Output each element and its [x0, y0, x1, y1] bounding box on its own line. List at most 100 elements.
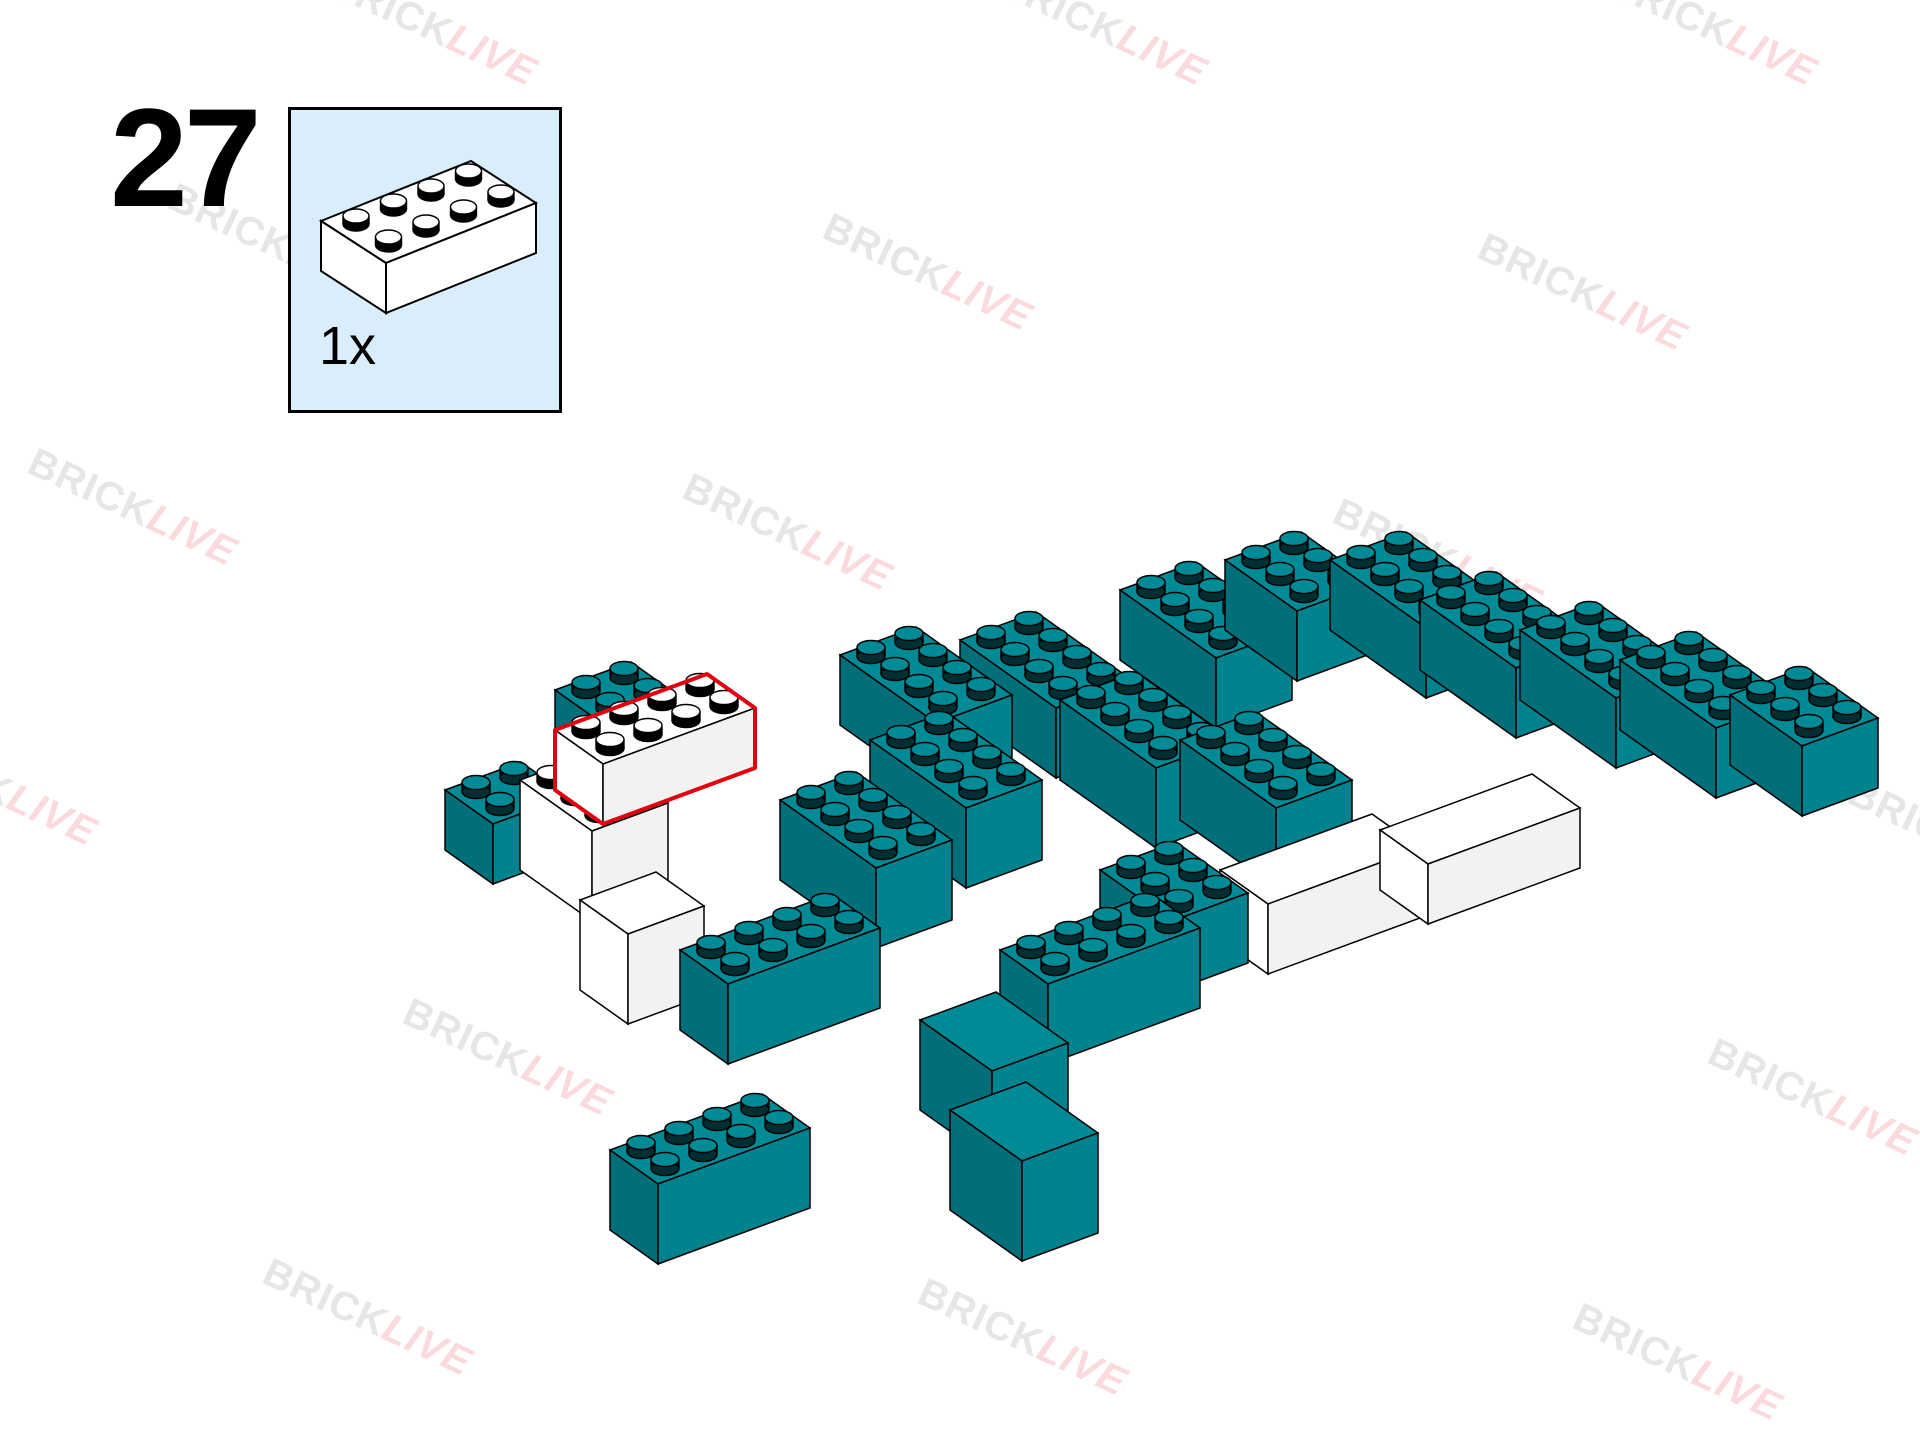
model-illustration	[443, 530, 1880, 1266]
stud	[844, 818, 874, 844]
stud	[1220, 741, 1250, 767]
stud	[650, 1151, 680, 1177]
stud	[1024, 658, 1054, 684]
stud	[1202, 874, 1232, 900]
stud	[1746, 679, 1776, 705]
stud	[1265, 561, 1295, 587]
teal-brick	[1098, 840, 1250, 993]
stud	[904, 673, 934, 699]
stud	[1436, 584, 1466, 610]
stud	[626, 1134, 656, 1160]
stud	[1076, 684, 1106, 710]
stud	[880, 656, 910, 682]
stud	[485, 791, 515, 817]
stud	[772, 906, 802, 932]
stud	[647, 686, 677, 712]
stud	[924, 710, 954, 736]
stud	[934, 758, 964, 784]
teal-brick	[678, 892, 882, 1066]
stud	[685, 672, 715, 698]
stud	[1038, 627, 1068, 653]
stud	[571, 714, 601, 740]
stud	[1770, 696, 1800, 722]
stud	[1268, 775, 1298, 801]
stud	[1636, 644, 1666, 670]
teal-brick	[608, 1092, 812, 1266]
stud	[726, 1123, 756, 1149]
stud	[1808, 682, 1838, 708]
stud	[1560, 631, 1590, 657]
stud	[609, 660, 639, 686]
stud	[1408, 547, 1438, 573]
stud	[958, 775, 988, 801]
step-number: 27	[110, 79, 262, 236]
stud	[1474, 570, 1504, 596]
stud	[709, 689, 739, 715]
stud	[1198, 577, 1228, 603]
stud	[1184, 608, 1214, 634]
stud	[764, 1109, 794, 1135]
stud	[834, 770, 864, 796]
stud	[796, 923, 826, 949]
stud	[1078, 937, 1108, 963]
stud	[1832, 699, 1862, 725]
teal-brick	[868, 710, 1044, 890]
stud	[856, 639, 886, 665]
stud	[1154, 840, 1184, 866]
stud	[972, 744, 1002, 770]
new-white-2x4-brick	[553, 672, 757, 826]
stud	[487, 184, 515, 208]
stud	[1289, 578, 1319, 604]
part-quantity: 1x	[319, 316, 377, 376]
stud	[1674, 630, 1704, 656]
stud	[820, 801, 850, 827]
stud	[1040, 951, 1070, 977]
stud	[412, 214, 440, 238]
stud	[1241, 544, 1271, 570]
stud	[342, 208, 370, 232]
stud	[374, 229, 403, 253]
stud	[834, 909, 864, 935]
stud	[1536, 614, 1566, 640]
stud	[417, 178, 445, 202]
stud	[1784, 665, 1814, 691]
stud	[1684, 678, 1714, 704]
stud	[1114, 670, 1144, 696]
stud	[948, 727, 978, 753]
stud	[1174, 560, 1204, 586]
stud	[1574, 600, 1604, 626]
stud	[1279, 530, 1309, 556]
stud	[796, 784, 826, 810]
stud	[1384, 530, 1414, 556]
stud	[918, 642, 948, 668]
stud	[720, 951, 750, 977]
stud	[1000, 641, 1030, 667]
stud	[976, 624, 1006, 650]
stud	[1178, 857, 1208, 883]
stud	[1484, 618, 1514, 644]
stud	[740, 1092, 770, 1118]
stud	[868, 835, 898, 861]
stud	[1370, 561, 1400, 587]
teal-brick	[948, 1081, 1100, 1263]
stud	[1162, 704, 1192, 730]
stud	[454, 163, 483, 187]
stud	[1584, 648, 1614, 674]
stud	[1498, 587, 1528, 613]
stud	[461, 774, 491, 800]
stud	[996, 761, 1026, 787]
stud	[1196, 724, 1226, 750]
stud	[1346, 544, 1376, 570]
stud	[1154, 909, 1184, 935]
stud	[1460, 601, 1490, 627]
stud	[671, 703, 701, 729]
teal-brick	[998, 892, 1202, 1066]
stud	[1062, 644, 1092, 670]
stud	[882, 804, 912, 830]
stud	[1100, 701, 1130, 727]
stud	[1432, 564, 1462, 590]
stud	[1164, 888, 1194, 914]
stud	[633, 717, 663, 743]
stud	[1303, 547, 1333, 573]
stud	[702, 1106, 732, 1132]
